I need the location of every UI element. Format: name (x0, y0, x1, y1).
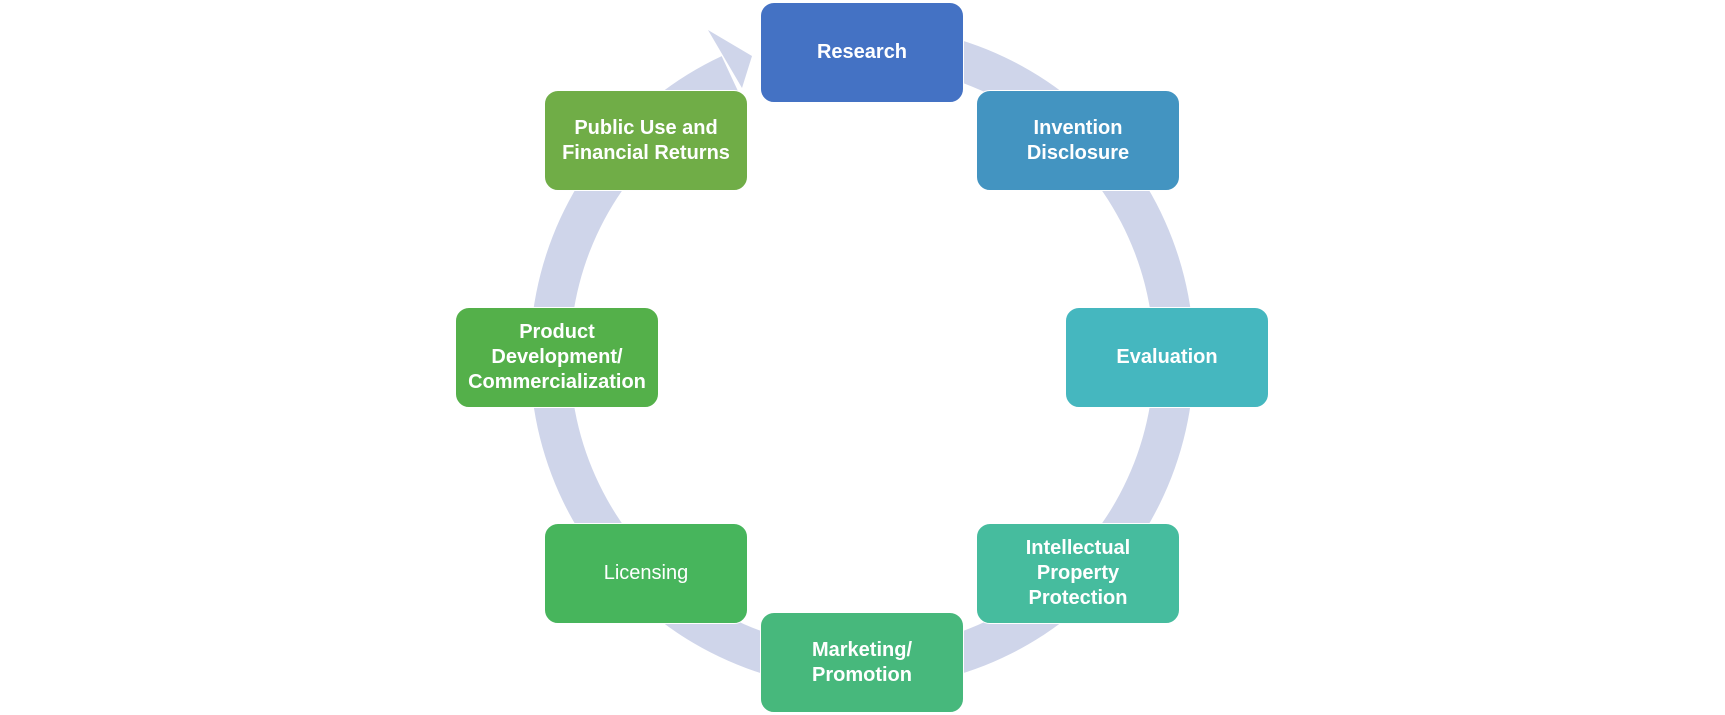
step-marketing-promotion[interactable]: Marketing/ Promotion (760, 612, 964, 713)
step-label: Invention Disclosure (1026, 116, 1130, 164)
step-label: Intellectual Property Protection (1025, 537, 1131, 609)
step-product-development[interactable]: Product Development/ Commercialization (455, 307, 659, 408)
step-invention-disclosure[interactable]: Invention Disclosure (976, 90, 1180, 191)
step-label: Product Development/ Commercialization (468, 321, 646, 393)
step-licensing[interactable]: Licensing (544, 523, 748, 624)
step-public-use[interactable]: Public Use and Financial Returns (544, 90, 748, 191)
step-label: Evaluation (1116, 346, 1218, 368)
step-label: Marketing/ Promotion (811, 638, 913, 686)
step-label: Public Use and Financial Returns (562, 116, 730, 164)
cycle-arrowhead-icon (708, 30, 752, 88)
step-ip-protection[interactable]: Intellectual Property Protection (976, 523, 1180, 624)
step-label: Licensing (603, 562, 689, 584)
step-research[interactable]: Research (760, 2, 964, 103)
step-label: Research (816, 41, 908, 63)
step-evaluation[interactable]: Evaluation (1065, 307, 1269, 408)
